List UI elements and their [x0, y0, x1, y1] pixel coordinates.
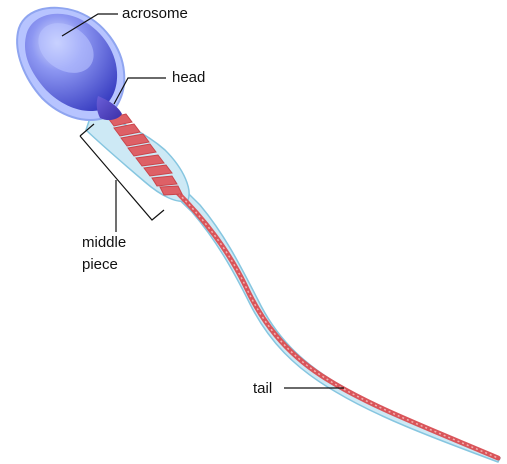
head-label: head	[172, 69, 205, 87]
tail-core-highlight	[175, 190, 498, 458]
tail-core	[175, 190, 498, 458]
acrosome-label: acrosome	[122, 5, 188, 23]
middle-piece-label-line2: piece	[82, 256, 118, 274]
tail-label: tail	[253, 380, 272, 398]
middle-piece-label-line1: middle	[82, 234, 126, 252]
